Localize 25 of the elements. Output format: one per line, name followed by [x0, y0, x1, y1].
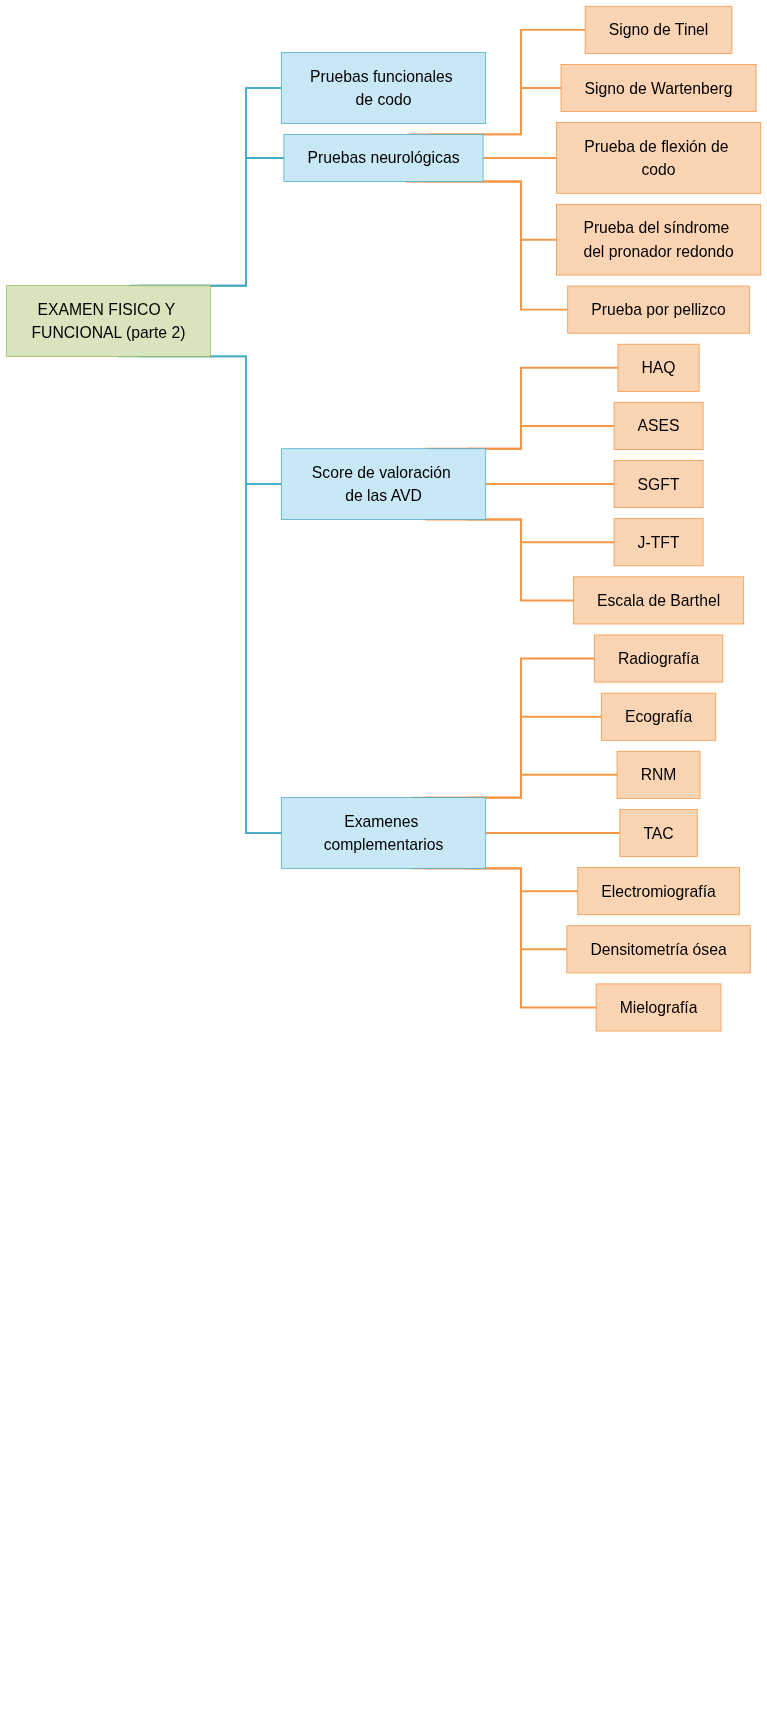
node-box: Radiografía [593, 634, 724, 683]
connector [482, 157, 558, 159]
node-box: J-TFT [613, 518, 704, 567]
node-box: Pruebas neurológicas [283, 134, 484, 182]
node-box: Score de valoración de las AVD [280, 448, 487, 520]
node-box: ASES [613, 401, 704, 450]
node-box: RNM [616, 750, 701, 799]
node-box: Escala de Barthel [573, 576, 745, 625]
node-box: Ecografía [600, 692, 717, 741]
connector [484, 483, 615, 486]
node-box: Signo de Wartenberg [560, 64, 757, 112]
node-box: Mielografía [595, 983, 722, 1032]
node-box: Densitometría ósea [566, 925, 751, 974]
connector [484, 832, 621, 834]
node-box: HAQ [617, 343, 700, 392]
node-box: TAC [619, 809, 698, 857]
node-box: Prueba del síndrome del pronador redondo [556, 203, 762, 276]
node-box: Electromiografía [577, 867, 740, 916]
node-box: Prueba por pellizco [567, 285, 750, 334]
node-box: Prueba de flexión de codo [556, 122, 762, 194]
node-box: Examenes complementarios [280, 797, 487, 869]
node-box: Signo de Tinel [584, 5, 733, 54]
node-box: Pruebas funcionales de codo [280, 52, 487, 124]
node-box: SGFT [613, 460, 704, 509]
node-box: EXAMEN FISICO Y FUNCIONAL (parte 2) [5, 285, 211, 357]
